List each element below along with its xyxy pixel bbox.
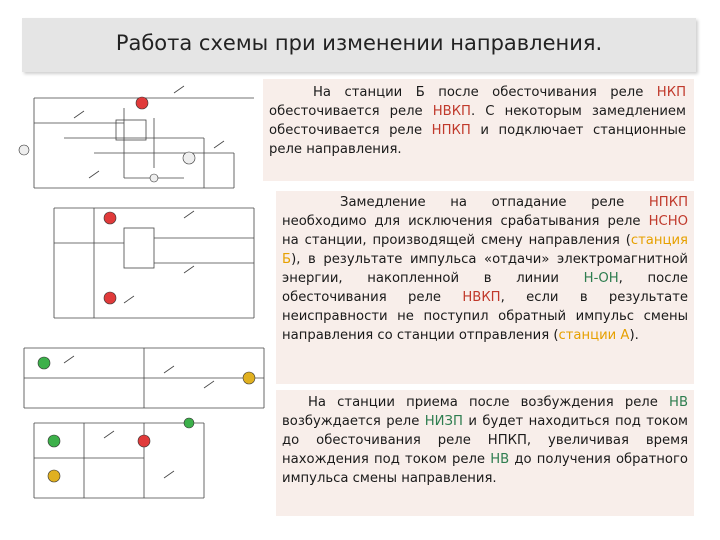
relay-circuit-diagram [18, 85, 265, 499]
title-bar: Работа схемы при изменении направления. [22, 18, 696, 72]
paragraph-2: Замедление на отпадание реле НПКП необхо… [282, 195, 688, 343]
text-panel-2: Замедление на отпадание реле НПКП необхо… [276, 191, 694, 384]
paragraph-1: На станции Б после обесточивания реле НК… [269, 85, 687, 157]
paragraph-3: На станции приема после возбуждения реле… [282, 395, 688, 486]
text-panel-1: На станции Б после обесточивания реле НК… [263, 79, 694, 181]
text-panel-3: На станции приема после возбуждения реле… [276, 390, 694, 516]
slide-title: Работа схемы при изменении направления. [115, 31, 603, 55]
